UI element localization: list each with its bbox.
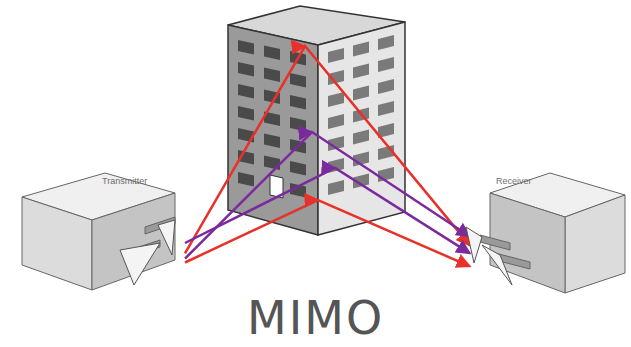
- signal-path: [185, 46, 470, 253]
- signal-path: [185, 200, 470, 266]
- device-label: Transmitter: [102, 176, 147, 186]
- transmitter-box: Transmitter: [10, 165, 185, 295]
- title: MIMO: [247, 291, 384, 345]
- receiver-box: Receiver: [470, 165, 628, 295]
- signal-path: [185, 168, 470, 253]
- device-box: [470, 165, 628, 295]
- device-box: [10, 165, 185, 295]
- signal-path: [185, 132, 470, 259]
- device-label: Receiver: [496, 176, 532, 186]
